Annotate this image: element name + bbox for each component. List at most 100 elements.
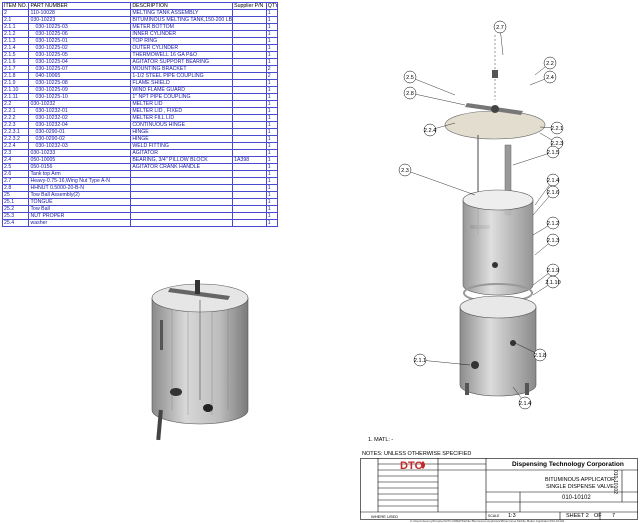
bom-cell: 030-10233 <box>28 149 132 157</box>
callout-label: 2.7 <box>496 25 504 31</box>
bom-cell: 2.1.7 <box>1 65 30 73</box>
bom-cell: 1" NPT PIPE COUPLING <box>130 93 234 101</box>
callout-label: 2.5 <box>406 75 414 81</box>
bom-cell: MELTING TANK ASSEMBLY <box>130 9 234 17</box>
bom-cell: 050-0156 <box>28 163 132 171</box>
sheet-total: 7 <box>612 513 616 519</box>
bom-cell <box>232 184 267 192</box>
bom-cell: 030-10225-09 <box>28 86 132 94</box>
bom-cell: MELTER LID , FIXED <box>130 107 234 115</box>
bom-cell: 2.8 <box>1 184 30 192</box>
callout-circle <box>546 275 560 289</box>
bom-cell: NUT PROPER <box>28 212 132 220</box>
bom-cell: MELTER LID <box>130 100 234 108</box>
sheet-of-label: OF <box>594 513 602 519</box>
callout-circle <box>533 348 547 362</box>
callout-label: 2.1.1 <box>414 358 426 364</box>
bom-cell: Tow Ball Assembly(2) <box>28 191 132 199</box>
bom-cell: INNER CYLINDER <box>130 30 234 38</box>
bom-cell: HINGE <box>130 135 234 143</box>
bom-cell: 2 <box>1 9 30 17</box>
bom-cell: 1 <box>265 44 279 52</box>
bom-cell: 030-10232-03 <box>28 142 132 150</box>
bom-cell: 2.2.3.2 <box>1 135 30 143</box>
bom-cell <box>232 44 267 52</box>
bom-cell: 2.5 <box>1 163 30 171</box>
svg-text:DTC: DTC <box>400 460 423 472</box>
bom-cell: 1 <box>265 177 279 185</box>
bom-cell: 110-10028 <box>28 9 132 17</box>
file-path: C:\Users\Jeremy\Dropbox\DTC-DMEP\Mobile … <box>410 519 565 523</box>
bom-cell <box>232 86 267 94</box>
bom-cell <box>232 107 267 115</box>
bom-cell <box>232 79 267 87</box>
bom-cell: FLAME SHIELD <box>130 79 234 87</box>
bom-cell: 1 <box>265 219 279 227</box>
callout-label: 2.2 <box>546 61 554 67</box>
bom-cell: 030-10232-01 <box>28 107 132 115</box>
bom-cell: 1 <box>265 9 279 17</box>
bom-cell: 2.2.3 <box>1 121 30 129</box>
bom-cell: CONTINUOUS HINGE <box>130 121 234 129</box>
callout-label: 2.1.3 <box>547 238 559 244</box>
callout-balloon: 2.1.1 <box>413 353 471 367</box>
bom-header-cell: ITEM NO. <box>1 2 30 10</box>
bom-cell: 030-10225-08 <box>28 79 132 87</box>
bom-header-cell: QTY. <box>265 2 279 10</box>
bom-cell: washer <box>28 219 132 227</box>
bom-cell: 2.2.2 <box>1 114 30 122</box>
bom-cell: 030-10223 <box>28 16 132 24</box>
title-block-frame: DTC <box>360 458 638 520</box>
bom-cell <box>232 100 267 108</box>
bom-cell: 1 <box>265 142 279 150</box>
bom-cell: 030-0290-02 <box>28 135 132 143</box>
bom-header-cell: Supplier P/N <box>232 2 267 10</box>
bom-cell: Tank top Arm <box>28 170 132 178</box>
bom-cell <box>130 170 234 178</box>
bom-cell: AGITATOR CRANK HANDLE <box>130 163 234 171</box>
callout-label: 2.1.2 <box>547 221 559 227</box>
callout-label: 2.2.4 <box>424 128 436 134</box>
callout-leader <box>404 169 476 196</box>
bom-cell: 1 <box>265 170 279 178</box>
bom-cell <box>130 184 234 192</box>
bom-cell: 1 <box>265 58 279 66</box>
bom-cell: WELD FITTING <box>130 142 234 150</box>
bom-cell <box>232 212 267 220</box>
bom-cell: 030-10232-04 <box>28 121 132 129</box>
bom-cell: 2.2 <box>1 100 30 108</box>
bom-cell: 25.2 <box>1 205 30 213</box>
bom-cell: 1 <box>265 198 279 206</box>
bom-cell: 030-10225-04 <box>28 58 132 66</box>
bom-cell: 25.1 <box>1 198 30 206</box>
callout-balloon: 2.1.3 <box>534 233 560 256</box>
bom-cell: 2.1.4 <box>1 44 30 52</box>
callout-circle <box>518 396 532 410</box>
bom-header-cell: DESCRIPTION <box>130 2 234 10</box>
bom-cell <box>232 30 267 38</box>
bom-cell: 2.2.3.1 <box>1 128 30 136</box>
bom-cell <box>232 51 267 59</box>
bom-cell <box>232 149 267 157</box>
bom-cell: AGITATOR <box>130 149 234 157</box>
bom-cell: 1 <box>265 191 279 199</box>
